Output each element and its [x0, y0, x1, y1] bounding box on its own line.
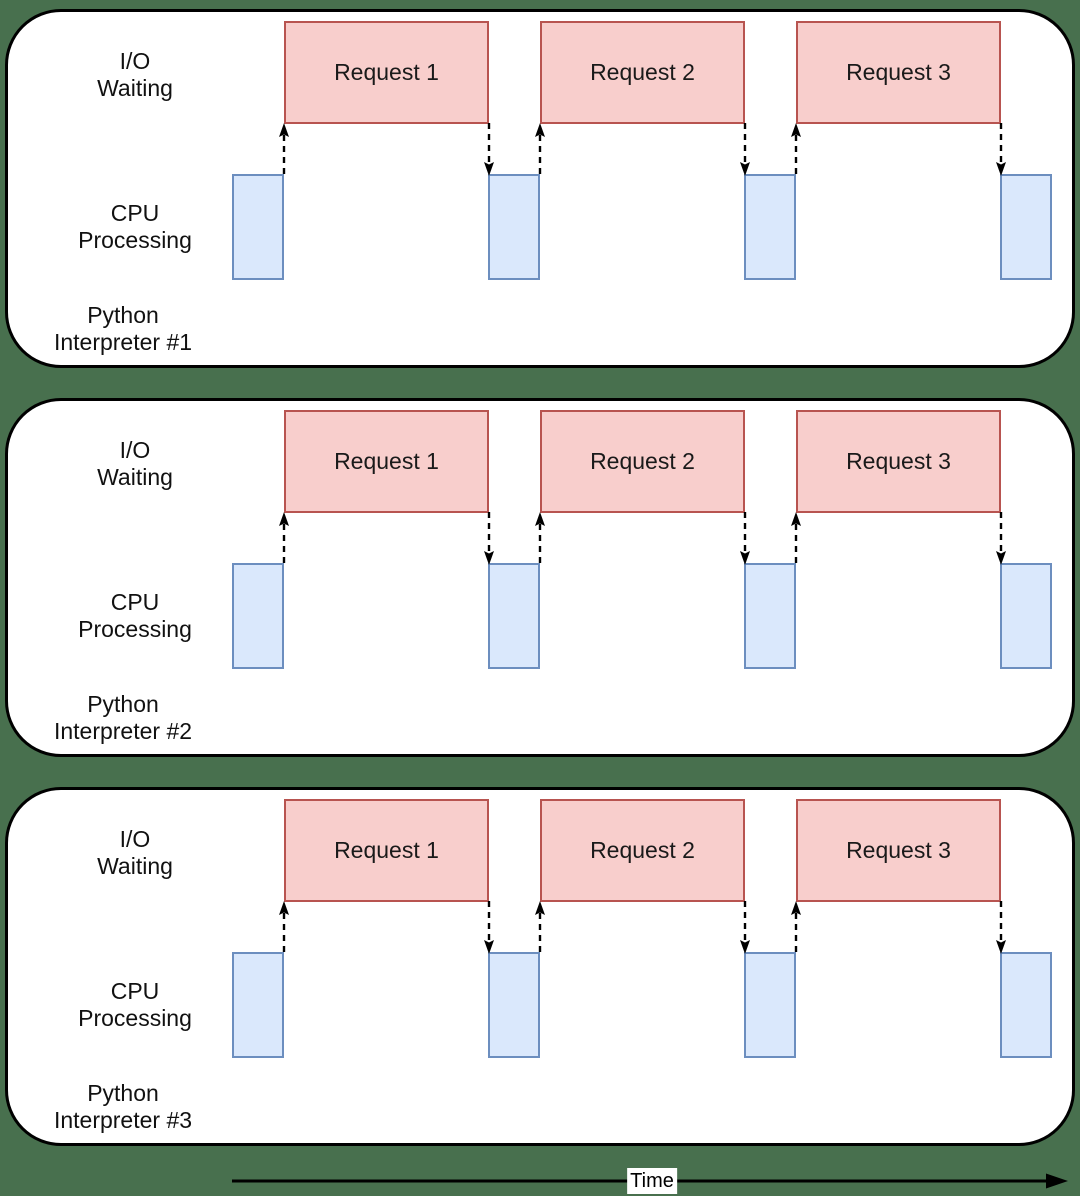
up-arrow-icon	[279, 123, 289, 176]
cpu-block	[744, 952, 796, 1058]
interpreter-panel-1: I/O Waiting CPU Processing Python Interp…	[5, 9, 1075, 368]
io-label-line2: Waiting	[97, 464, 173, 490]
interpreter-panel-2: I/O Waiting CPU Processing Python Interp…	[5, 398, 1075, 757]
io-label-line1: I/O	[119, 48, 151, 74]
cpu-block	[744, 563, 796, 669]
cpu-block	[488, 952, 540, 1058]
up-arrow-icon	[279, 901, 289, 954]
cpu-block	[232, 563, 284, 669]
io-waiting-label: I/O Waiting	[45, 437, 225, 491]
cpu-block	[232, 174, 284, 280]
down-arrow-icon	[996, 123, 1006, 176]
io-label-line2: Waiting	[97, 75, 173, 101]
interpreter-name-label: Python Interpreter #2	[23, 691, 223, 745]
interpreter-panel-3: I/O Waiting CPU Processing Python Interp…	[5, 787, 1075, 1146]
up-arrow-icon	[535, 901, 545, 954]
request-box: Request 3	[796, 799, 1001, 902]
down-arrow-icon	[484, 123, 494, 176]
cpu-block	[488, 174, 540, 280]
cpu-label-line1: CPU	[110, 200, 160, 226]
io-label-line2: Waiting	[97, 853, 173, 879]
interpreter-label-line1: Python	[87, 1080, 159, 1106]
cpu-block	[1000, 563, 1052, 669]
cpu-label-line2: Processing	[78, 1005, 192, 1031]
interpreter-name-label: Python Interpreter #1	[23, 302, 223, 356]
io-waiting-label: I/O Waiting	[45, 48, 225, 102]
cpu-processing-label: CPU Processing	[45, 200, 225, 254]
up-arrow-icon	[791, 123, 801, 176]
up-arrow-icon	[791, 901, 801, 954]
interpreter-label-line2: Interpreter #3	[53, 1107, 193, 1133]
cpu-label-line1: CPU	[110, 589, 160, 615]
cpu-block	[1000, 174, 1052, 280]
down-arrow-icon	[996, 512, 1006, 565]
request-box: Request 1	[284, 410, 489, 513]
down-arrow-icon	[484, 512, 494, 565]
up-arrow-icon	[535, 123, 545, 176]
cpu-block	[1000, 952, 1052, 1058]
cpu-label-line2: Processing	[78, 227, 192, 253]
down-arrow-icon	[740, 512, 750, 565]
cpu-processing-label: CPU Processing	[45, 589, 225, 643]
io-label-line1: I/O	[119, 437, 151, 463]
cpu-block	[488, 563, 540, 669]
interpreter-label-line2: Interpreter #1	[53, 329, 193, 355]
down-arrow-icon	[484, 901, 494, 954]
up-arrow-icon	[535, 512, 545, 565]
interpreter-name-label: Python Interpreter #3	[23, 1080, 223, 1134]
interpreter-label-line2: Interpreter #2	[53, 718, 193, 744]
cpu-block	[232, 952, 284, 1058]
cpu-label-line2: Processing	[78, 616, 192, 642]
cpu-label-line1: CPU	[110, 978, 160, 1004]
request-box: Request 2	[540, 21, 745, 124]
down-arrow-icon	[740, 901, 750, 954]
request-box: Request 3	[796, 21, 1001, 124]
down-arrow-icon	[740, 123, 750, 176]
interpreter-label-line1: Python	[87, 302, 159, 328]
request-box: Request 2	[540, 410, 745, 513]
up-arrow-icon	[279, 512, 289, 565]
request-box: Request 1	[284, 799, 489, 902]
up-arrow-icon	[791, 512, 801, 565]
down-arrow-icon	[996, 901, 1006, 954]
io-waiting-label: I/O Waiting	[45, 826, 225, 880]
request-box: Request 2	[540, 799, 745, 902]
request-box: Request 1	[284, 21, 489, 124]
cpu-processing-label: CPU Processing	[45, 978, 225, 1032]
interpreter-label-line1: Python	[87, 691, 159, 717]
io-label-line1: I/O	[119, 826, 151, 852]
request-box: Request 3	[796, 410, 1001, 513]
time-axis-label: Time	[627, 1168, 677, 1194]
cpu-block	[744, 174, 796, 280]
